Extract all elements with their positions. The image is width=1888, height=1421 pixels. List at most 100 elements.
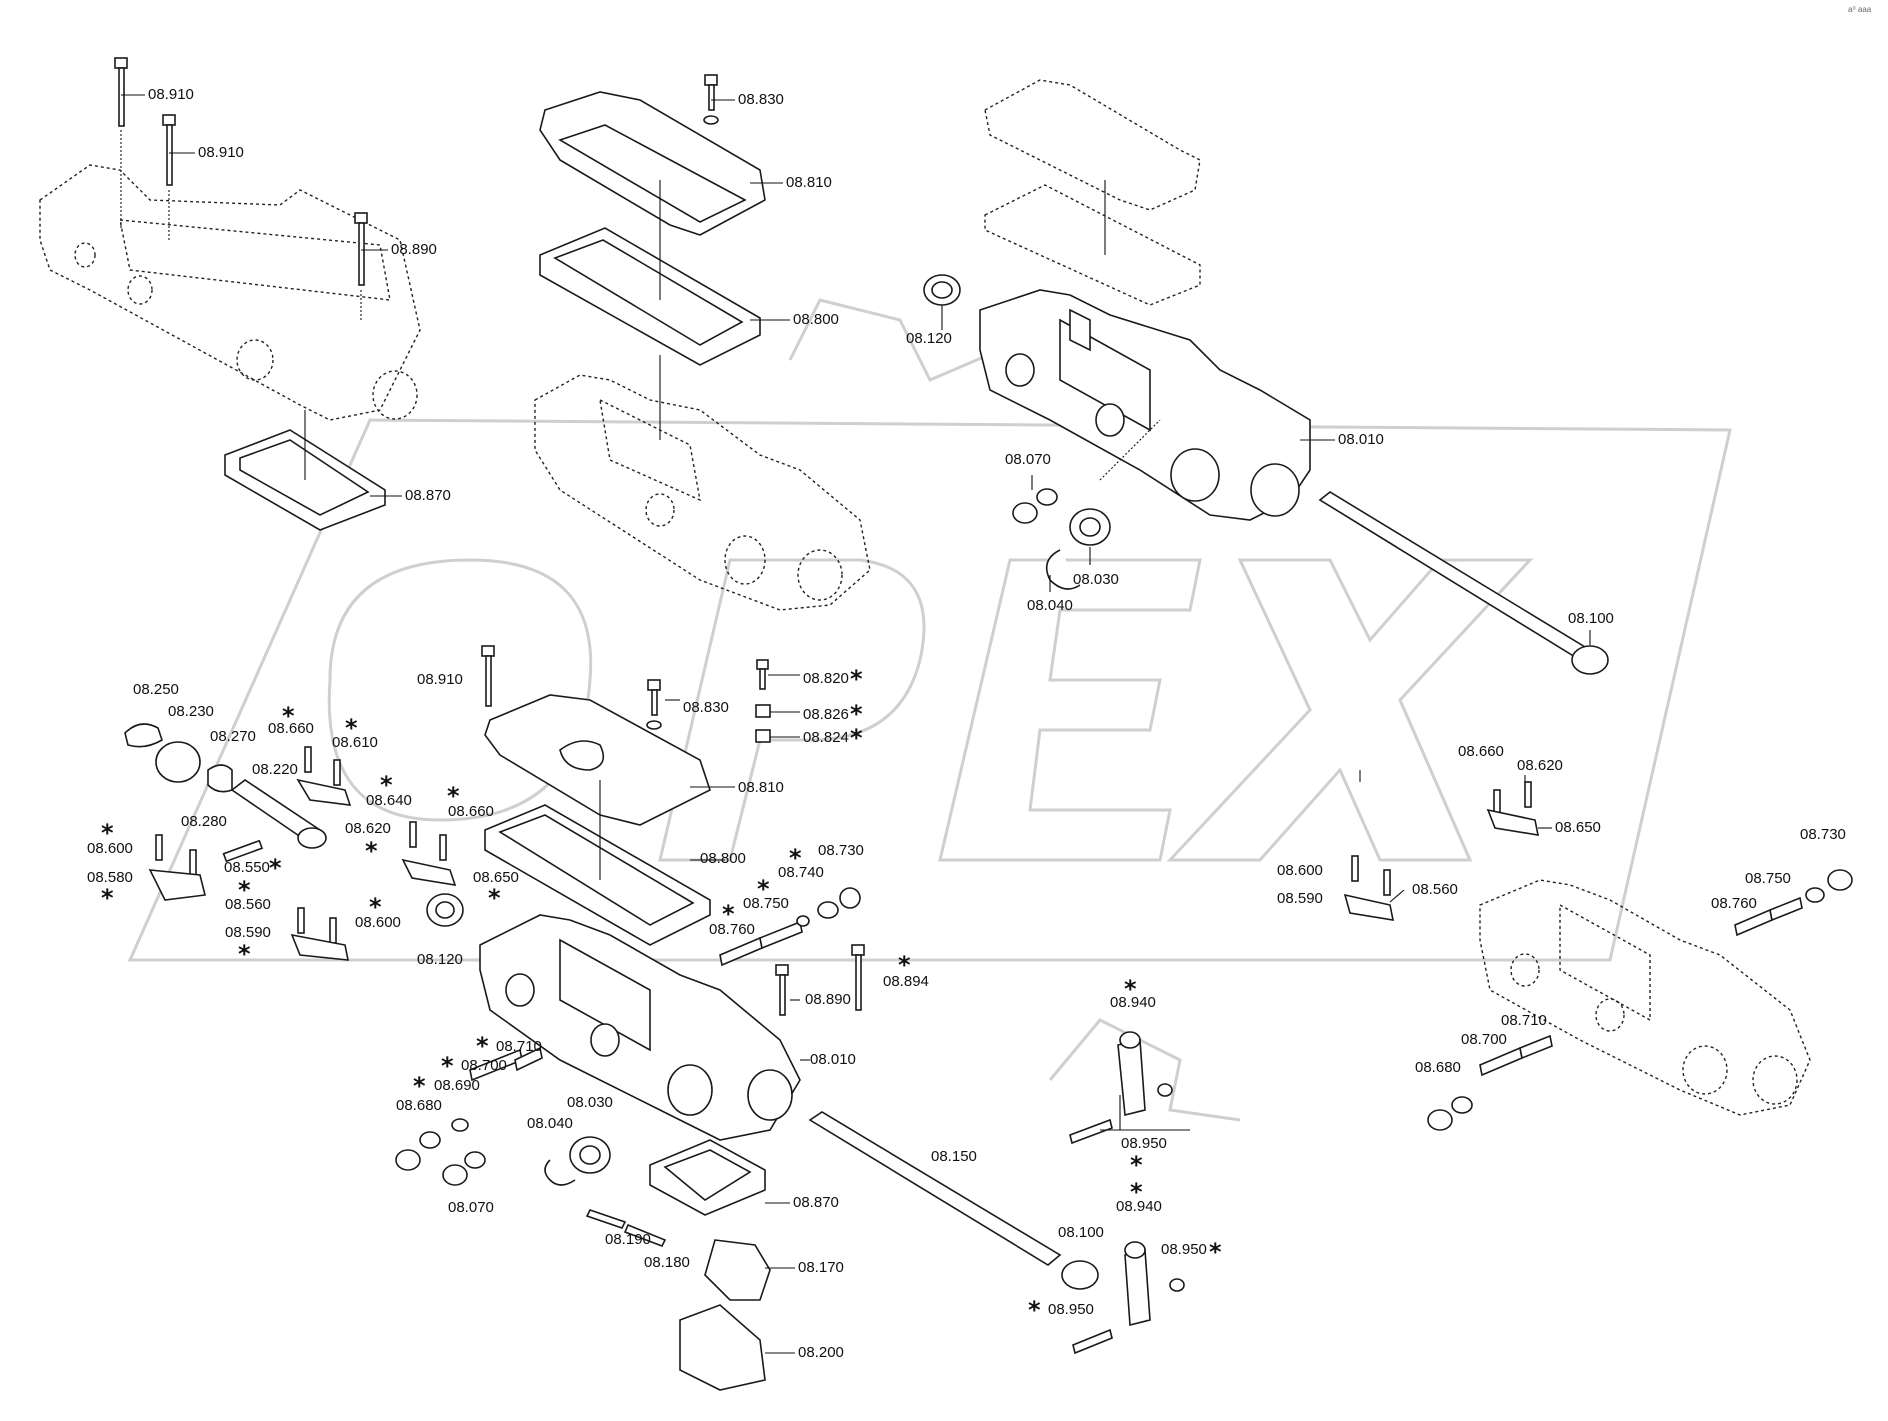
leader-lines [121, 94, 1591, 1354]
asterisk-icon: * [1130, 1151, 1143, 1179]
label-08-040: 08.040 [1027, 597, 1073, 614]
label-08-740: 08.740 [778, 864, 824, 881]
label-08-590: 08.590 [225, 924, 271, 941]
label-08-100: 08.100 [1568, 610, 1614, 627]
label-08-650-r: 08.650 [1555, 819, 1601, 836]
asterisk-icon: * [476, 1032, 489, 1060]
label-08-950-a: 08.950 [1121, 1135, 1167, 1152]
label-08-950-c: 08.950 [1048, 1301, 1094, 1318]
label-08-690: 08.690 [434, 1077, 480, 1094]
bolt-08-910-c [481, 645, 495, 707]
part-labels: 08.910 08.910 08.890 08.870 08.830 08.81… [87, 86, 1846, 1361]
label-08-030-b: 08.030 [567, 1094, 613, 1111]
top-right-assembly [923, 79, 1609, 675]
bolt-08-890-b [775, 964, 789, 1016]
label-08-910-c: 08.910 [417, 671, 463, 688]
asterisk-icon: * [447, 782, 460, 810]
label-08-830: 08.830 [738, 91, 784, 108]
label-08-280: 08.280 [181, 813, 227, 830]
label-08-890-b: 08.890 [805, 991, 851, 1008]
label-08-560: 08.560 [225, 896, 271, 913]
label-08-610: 08.610 [332, 734, 378, 751]
asterisk-icon: * [722, 900, 735, 928]
label-08-700: 08.700 [461, 1057, 507, 1074]
label-08-810-b: 08.810 [738, 779, 784, 796]
asterisk-icon: * [380, 771, 393, 799]
top-left-assembly [39, 57, 421, 531]
asterisk-icon: * [850, 700, 863, 728]
label-08-030: 08.030 [1073, 571, 1119, 588]
label-08-600-b: 08.600 [355, 914, 401, 931]
label-08-180: 08.180 [644, 1254, 690, 1271]
label-08-040-b: 08.040 [527, 1115, 573, 1132]
asterisk-icon: * [238, 940, 251, 968]
middle-left-parts [124, 723, 464, 961]
asterisk-markers: * * * * * * * * * * * * * * * * * * * * … [101, 665, 1222, 1324]
asterisk-icon: * [101, 819, 114, 847]
asterisk-icon: * [365, 837, 378, 865]
label-08-826: 08.826 [803, 706, 849, 723]
label-08-660-a: 08.660 [268, 720, 314, 737]
label-08-680-r: 08.680 [1415, 1059, 1461, 1076]
label-08-590-r: 08.590 [1277, 890, 1323, 907]
asterisk-icon: * [282, 702, 295, 730]
asterisk-icon: * [413, 1072, 426, 1100]
bolt-08-910-b [162, 114, 176, 186]
label-08-700-r: 08.700 [1461, 1031, 1507, 1048]
label-08-730-r: 08.730 [1800, 826, 1846, 843]
label-08-230: 08.230 [168, 703, 214, 720]
asterisk-icon: * [1209, 1238, 1222, 1266]
label-08-070-b: 08.070 [448, 1199, 494, 1216]
label-08-070: 08.070 [1005, 451, 1051, 468]
label-08-550: 08.550 [224, 859, 270, 876]
label-08-190: 08.190 [605, 1231, 651, 1248]
label-08-580: 08.580 [87, 869, 133, 886]
asterisk-icon: * [101, 884, 114, 912]
shaft-top [1318, 491, 1592, 662]
label-08-710-r: 08.710 [1501, 1012, 1547, 1029]
asterisk-icon: * [1130, 1178, 1143, 1206]
label-08-870: 08.870 [405, 487, 451, 504]
label-08-120-b: 08.120 [417, 951, 463, 968]
asterisk-icon: * [345, 714, 358, 742]
label-08-600-r: 08.600 [1277, 862, 1323, 879]
label-08-800-b: 08.800 [700, 850, 746, 867]
asterisk-icon: * [1028, 1296, 1041, 1324]
label-08-760: 08.760 [709, 921, 755, 938]
asterisk-icon: * [269, 854, 282, 882]
bolt-08-830-b [646, 679, 662, 730]
center-lower-assembly [395, 645, 1185, 1391]
bolt-08-910-a [114, 57, 128, 127]
label-08-894: 08.894 [883, 973, 929, 990]
label-08-940-a: 08.940 [1110, 994, 1156, 1011]
asterisk-icon: * [238, 876, 251, 904]
bolt-08-890 [354, 212, 368, 286]
label-08-760-r: 08.760 [1711, 895, 1757, 912]
bolt-08-894 [851, 944, 865, 1011]
bolt-08-830 [703, 74, 719, 125]
top-middle-assembly [534, 74, 871, 611]
asterisk-icon: * [850, 665, 863, 693]
label-08-560-r: 08.560 [1412, 881, 1458, 898]
label-08-940-b: 08.940 [1116, 1198, 1162, 1215]
label-08-890: 08.890 [391, 241, 437, 258]
label-08-200: 08.200 [798, 1344, 844, 1361]
label-08-010: 08.010 [1338, 431, 1384, 448]
label-08-660-r: 08.660 [1458, 743, 1504, 760]
asterisk-icon: * [757, 875, 770, 903]
label-08-820: 08.820 [803, 670, 849, 687]
label-08-824: 08.824 [803, 729, 849, 746]
bolt-08-820 [756, 659, 769, 690]
asterisk-icon: * [850, 724, 863, 752]
opex-watermark [127, 298, 1732, 1122]
label-08-830-b: 08.830 [683, 699, 729, 716]
label-08-150: 08.150 [931, 1148, 977, 1165]
label-08-910-b: 08.910 [198, 144, 244, 161]
label-08-750-r: 08.750 [1745, 870, 1791, 887]
asterisk-icon: * [789, 844, 802, 872]
label-08-010-b: 08.010 [810, 1051, 856, 1068]
asterisk-icon: * [369, 893, 382, 921]
label-08-650: 08.650 [473, 869, 519, 886]
label-08-910-a: 08.910 [148, 86, 194, 103]
